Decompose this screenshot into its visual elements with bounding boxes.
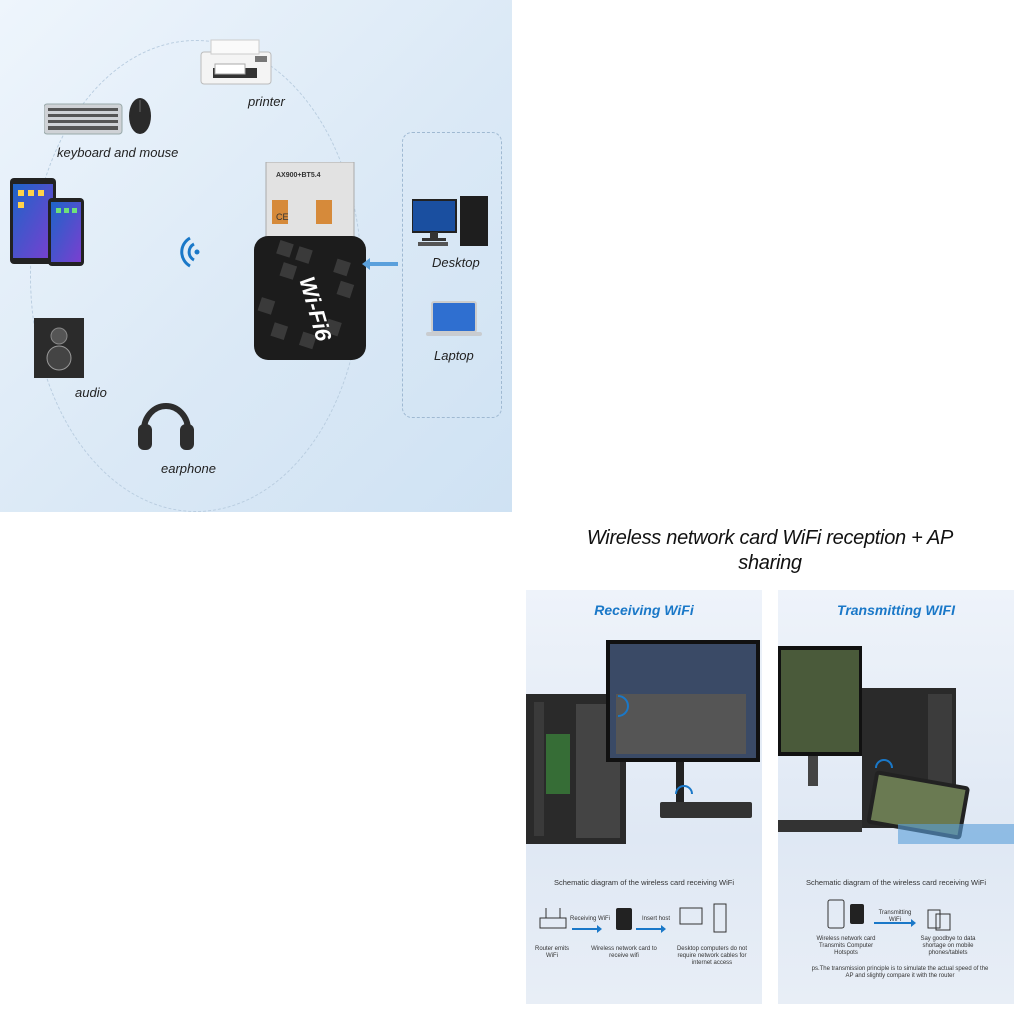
desktop-label: Desktop [432, 255, 480, 270]
audio-label: audio [75, 385, 107, 400]
computers-box [402, 132, 502, 418]
transmitting-scene-illustration [778, 646, 1014, 844]
receiving-arrow-1 [572, 925, 602, 933]
router-label: Router emits WiFi [534, 946, 569, 959]
receiving-scene-illustration [526, 640, 760, 844]
connectivity-illustration: printer keyboard and mouse audio [0, 0, 512, 512]
transmitting-schematic-icons [827, 899, 951, 931]
desktop-no-cable-label: Desktop computers do not require network… [676, 946, 748, 966]
laptop-label: Laptop [434, 348, 474, 363]
earphone-label: earphone [161, 461, 216, 476]
laptop-icon [426, 301, 482, 336]
transmitting-title: Transmitting WIFI [837, 602, 955, 618]
keyboard-mouse-label: keyboard and mouse [57, 145, 179, 160]
insert-host-label: Insert host [641, 916, 670, 922]
speaker-icon [34, 318, 84, 378]
dongle-model-text: AX900+BT5.4 [276, 172, 321, 179]
transmitting-wifi-label: Transmitting WiFi [878, 910, 912, 923]
wifi-signal-icon [180, 236, 200, 268]
desktop-icon [412, 196, 488, 246]
phone-tablet-label: Say goodbye to data shortage on mobile p… [920, 936, 976, 956]
receiving-panel: Receiving WiFi Schematic diagram of the … [526, 590, 762, 1004]
transmitting-arrow [874, 919, 916, 927]
receiving-schematic-icons [539, 903, 727, 933]
arrow-left-icon [362, 258, 398, 270]
printer-icon [200, 39, 272, 85]
keyboard-mouse-icon [44, 98, 151, 135]
transmitting-panel: Transmitting WIFI Schematic diagram of t… [778, 590, 1014, 1004]
receiving-title: Receiving WiFi [594, 602, 694, 618]
receiving-arrow-2 [636, 925, 666, 933]
wifi-dongle-icon [254, 162, 366, 360]
transmitting-schematic-title: Schematic diagram of the wireless card r… [805, 878, 987, 887]
receiving-schematic-title: Schematic diagram of the wireless card r… [553, 878, 735, 887]
receiving-wifi-label: Receiving WiFi [570, 916, 611, 922]
tablet-phone-icon [10, 178, 84, 266]
headphones-icon [138, 403, 194, 450]
card-receive-label: Wireless network card to receive wifi [591, 946, 657, 959]
card-transmit-label: Wireless network card Transmits Computer… [816, 936, 876, 956]
ps-note: ps.The transmission principle is to simu… [811, 966, 989, 979]
printer-label: printer [248, 94, 285, 109]
section-title: Wireless network card WiFi reception + A… [586, 527, 954, 574]
ce-mark: CE [276, 212, 289, 222]
